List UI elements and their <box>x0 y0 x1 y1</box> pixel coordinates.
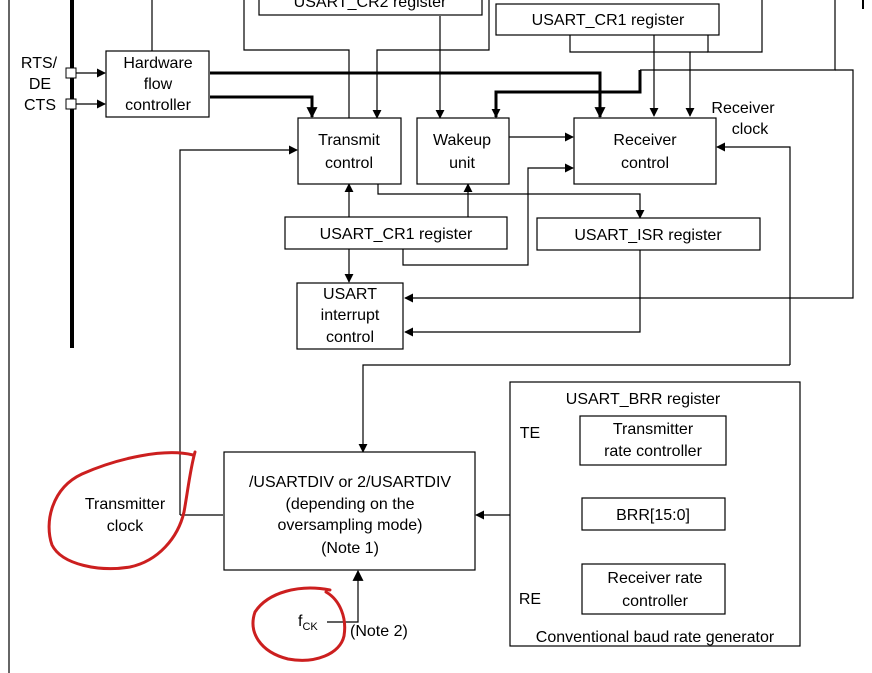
de-label: DE <box>29 76 51 93</box>
rx-rate-line-1: Receiver rate <box>607 570 702 587</box>
usartdiv-line-2: (depending on the <box>286 496 415 513</box>
rts-pin <box>65 67 77 79</box>
usart-cr1-top-box <box>495 3 720 36</box>
te-label: TE <box>520 425 540 442</box>
cts-label: CTS <box>24 97 56 114</box>
usart-cr2-top-label: USART_CR2 register <box>294 0 447 11</box>
usartdiv-line-1: /USARTDIV or 2/USARTDIV <box>249 474 451 491</box>
receiver-control-line-1: Receiver <box>613 132 677 149</box>
usart-isr-label: USART_ISR register <box>574 227 722 244</box>
hw-flow-line-3: controller <box>125 97 191 114</box>
tx-rate-line-1: Transmitter <box>613 421 694 438</box>
tx-rate-line-2: rate controller <box>604 443 702 460</box>
note2-label: (Note 2) <box>350 623 408 640</box>
interrupt-line-3: control <box>326 329 374 346</box>
receiver-clock-line-1: Receiver <box>711 100 775 117</box>
brr-label: BRR[15:0] <box>616 507 690 524</box>
fck-label: fCK <box>298 613 318 633</box>
usart-cr1-mid-box <box>284 216 508 250</box>
interrupt-line-1: USART <box>323 286 377 303</box>
rx-rate-controller-box <box>581 563 726 615</box>
hw-flow-line-2: flow <box>144 76 173 93</box>
re-label: RE <box>519 591 541 608</box>
usart-interrupt-control-box <box>296 282 404 350</box>
wakeup-unit-line-1: Wakeup <box>433 132 491 149</box>
receiver-control-box <box>573 117 717 185</box>
baud-caption: Conventional baud rate generator <box>536 629 775 646</box>
wakeup-unit-box <box>416 117 510 185</box>
transmitter-clock-line-1: Transmitter <box>85 496 166 513</box>
receiver-clock-line-2: clock <box>732 121 769 138</box>
rts-label: RTS/ <box>21 55 58 72</box>
interrupt-line-2: interrupt <box>321 307 380 324</box>
usartdiv-box <box>223 451 476 571</box>
usart-cr1-mid-label: USART_CR1 register <box>320 226 473 243</box>
transmitter-clock-line-2: clock <box>107 518 144 535</box>
usart-cr2-top-box <box>258 0 483 16</box>
receiver-control-line-2: control <box>621 155 669 172</box>
hardware-flow-controller-box <box>105 50 210 118</box>
wakeup-unit-line-2: unit <box>449 155 475 172</box>
usart-brr-title: USART_BRR register <box>566 391 721 408</box>
usart-isr-box <box>536 217 761 251</box>
cts-pin <box>65 98 77 110</box>
usartdiv-line-3: oversampling mode) <box>278 517 423 534</box>
connector-wires <box>73 0 854 623</box>
tx-rate-controller-box <box>579 415 727 466</box>
transmit-control-line-2: control <box>325 155 373 172</box>
brr-box <box>581 497 726 531</box>
transmitter-clock-highlight <box>47 450 197 571</box>
usart-cr1-top-label: USART_CR1 register <box>532 12 685 29</box>
transmit-control-box <box>297 117 402 185</box>
hw-flow-line-1: Hardware <box>123 55 192 72</box>
fck-highlight <box>251 586 347 662</box>
usartdiv-line-4: (Note 1) <box>321 540 379 557</box>
rx-rate-line-2: controller <box>622 593 688 610</box>
transmit-control-line-1: Transmit <box>318 132 380 149</box>
